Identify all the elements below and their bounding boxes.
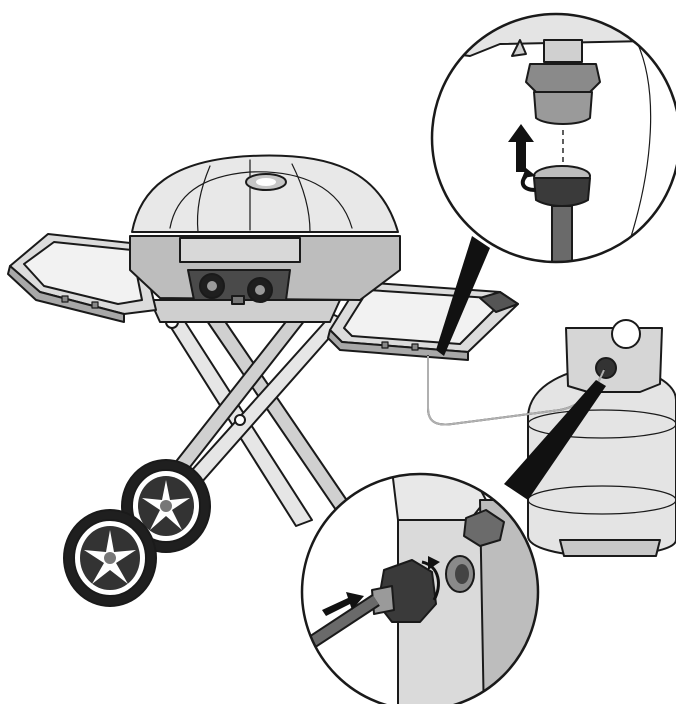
- callout-pointer-top: [436, 236, 490, 356]
- propane-tank: [527, 319, 676, 557]
- side-table-left: [7, 233, 157, 323]
- valve-handwheel: [463, 509, 505, 547]
- wheel-rear: [121, 459, 211, 553]
- arrow-up: [508, 124, 534, 172]
- hose-segment: [551, 205, 573, 262]
- callout-frame-top: [430, 12, 676, 264]
- igniter-button: [231, 295, 245, 305]
- callout-pointer-bottom: [504, 380, 606, 500]
- tank-collar: [565, 327, 663, 393]
- detail-callout-bottom: [300, 472, 540, 704]
- regulator-inlet: [533, 91, 593, 125]
- grill-body: [129, 154, 401, 305]
- tank-foot-ring: [559, 539, 661, 557]
- regulator-nut: [525, 63, 601, 93]
- tank-valve: [595, 357, 617, 379]
- arrow-right: [322, 592, 364, 616]
- grill-handle: [179, 237, 301, 263]
- callout-frame-bottom: [300, 472, 540, 704]
- folding-stand: [107, 299, 351, 555]
- wheel-front: [63, 509, 157, 607]
- stand-pivot: [234, 414, 246, 426]
- regulator-stem: [543, 39, 583, 63]
- hose-coupling-nut: [533, 177, 591, 207]
- detail-callout-top: [430, 12, 676, 264]
